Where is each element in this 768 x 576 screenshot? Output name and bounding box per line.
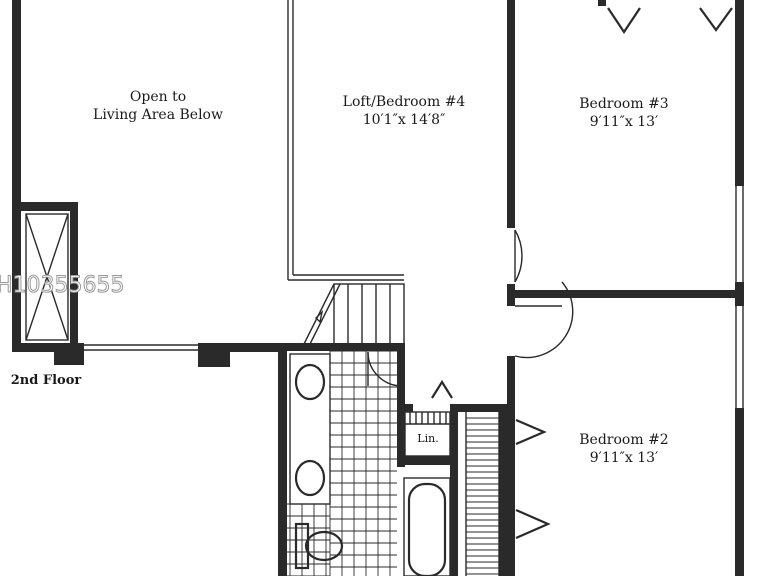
toilet-icon [294,522,344,570]
walls [12,0,744,576]
bedroom2-closet-wall [499,408,515,576]
bathroom-tiles [287,350,397,576]
right-exterior-wall-top [735,0,744,186]
sink-icon [294,363,326,401]
bedroom2-name: Bedroom #2 [579,432,668,448]
bath-left-wall [278,343,287,576]
right-exterior-column [735,282,744,306]
staircase [303,283,405,345]
open-area-label-line2: Living Area Below [93,107,223,123]
linen-label: Lin. [417,432,438,445]
open-area-label-line1: Open to [130,89,186,105]
linen-shelving [404,411,451,457]
bathtub-icon [407,482,447,576]
bedroom3-size: 9′11″x 13′ [590,114,658,130]
bath-closet-wall [450,404,458,576]
sink-icon [294,459,326,497]
bedroom2-left-wall [507,356,515,412]
bedroom2-closet-top-wall [458,404,515,412]
loft-bedroom3-wall [507,0,515,228]
skylight-right-wall [70,202,78,350]
column-right [198,343,230,367]
right-exterior-wall-bottom [735,408,744,576]
loft-size: 10′1″x 14′8″ [363,112,446,128]
closet-post [598,0,606,6]
open-area-bottom-wall-left [12,343,84,352]
left-exterior-wall [12,0,21,352]
bedroom2-size: 9′11″x 13′ [590,450,658,466]
skylight [25,213,69,341]
column-left [54,343,84,365]
bath-fixtures [289,353,451,576]
closet-marks [431,7,733,540]
watermark: H10355655 [0,273,125,298]
closet-shelving [465,412,500,576]
bedroom3-bedroom2-wall [507,290,743,298]
loft-name: Loft/Bedroom #4 [343,94,466,110]
linen-bottom-wall [397,456,457,465]
skylight-top-wall [12,202,78,211]
bedroom3-name: Bedroom #3 [579,96,668,112]
floor-label: 2nd Floor [11,373,82,388]
linen-top-wall [397,404,413,412]
bath-top-wall [287,343,405,351]
open-area-bottom-wall-right [230,343,282,352]
